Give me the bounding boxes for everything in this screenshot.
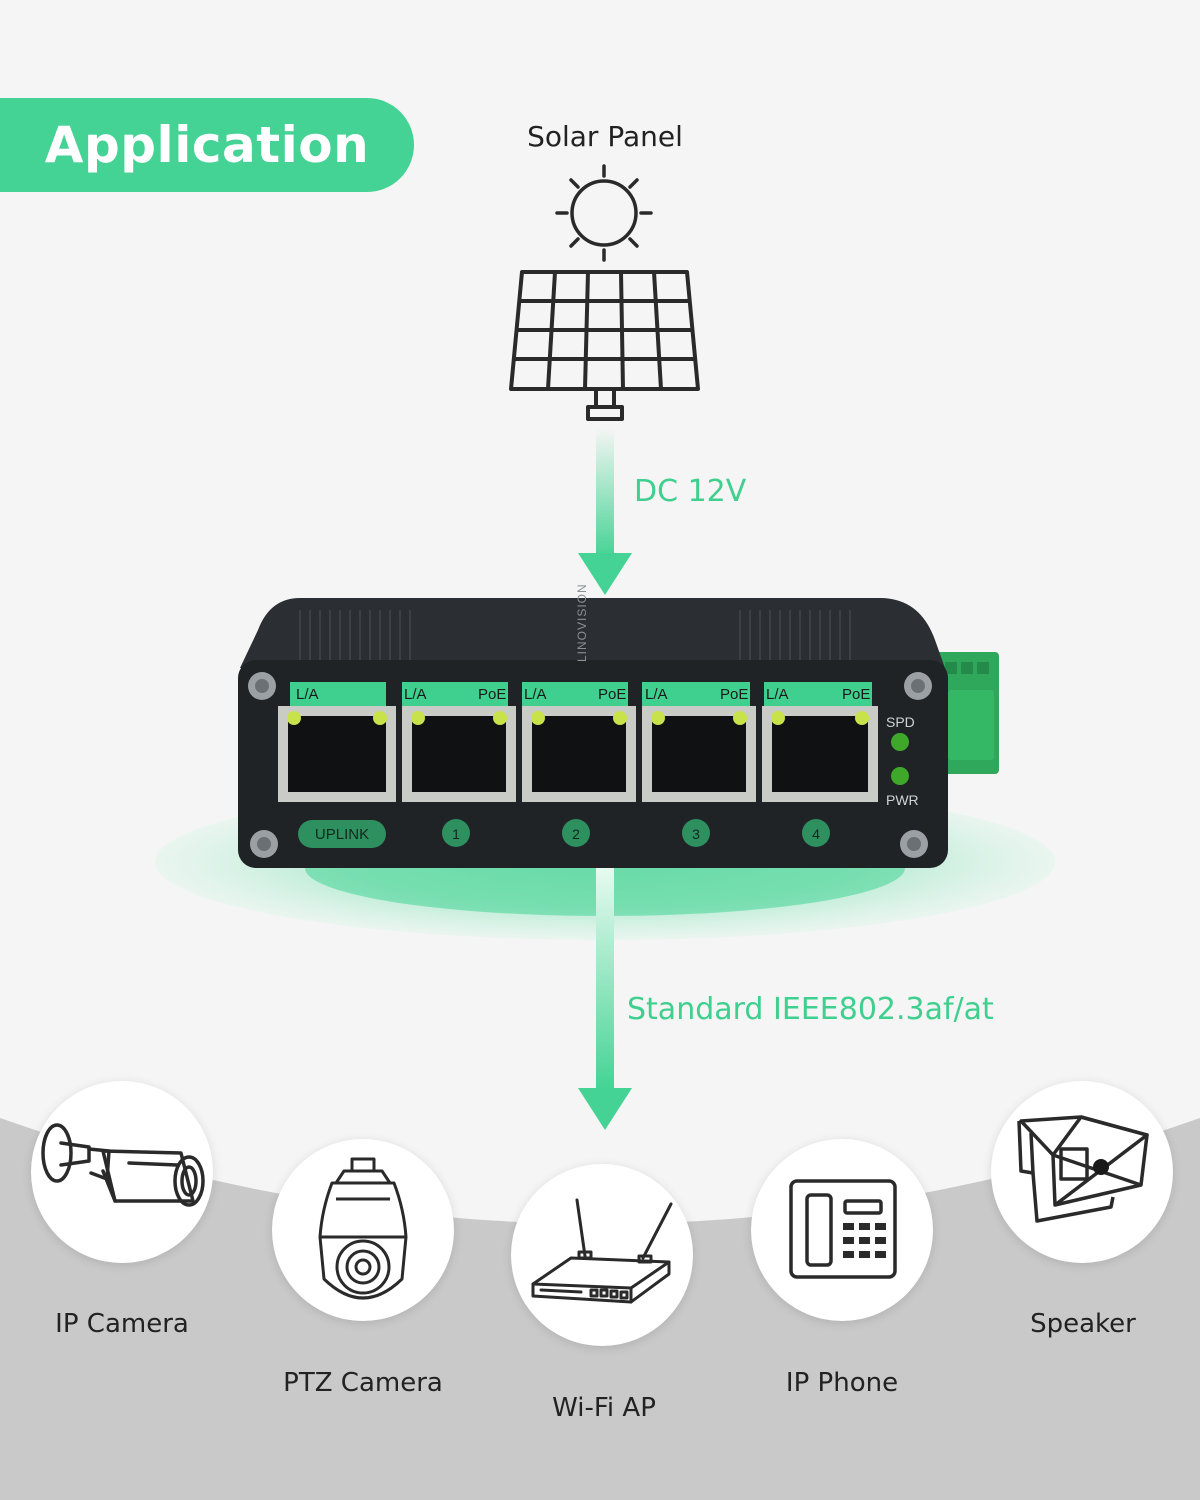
wifi-ap-device	[511, 1164, 693, 1346]
application-banner: Application	[0, 98, 414, 192]
pwr-label: PWR	[886, 792, 919, 808]
port-1-marker	[442, 819, 470, 847]
ip-phone-icon	[789, 1179, 897, 1279]
spd-led	[891, 733, 909, 751]
ptz-camera-icon	[318, 1157, 408, 1300]
wifi-ap-icon	[531, 1198, 673, 1304]
ethernet-ports	[278, 706, 878, 802]
spd-label: SPD	[886, 714, 915, 730]
port-uplink-la-label: L/A	[296, 686, 319, 703]
port-3-number: 3	[692, 826, 700, 842]
ip-camera-icon	[41, 1123, 205, 1207]
port-3-marker	[682, 819, 710, 847]
port-1-poe-label: PoE	[478, 686, 506, 703]
poe-arrow-shaft	[596, 868, 614, 1090]
port-2-number: 2	[572, 826, 580, 842]
brand-label: LINOVISION	[575, 583, 589, 662]
ip-camera-label: IP Camera	[55, 1309, 189, 1339]
port-4-poe-label: PoE	[842, 686, 870, 703]
wifi-ap-label: Wi-Fi AP	[552, 1393, 656, 1423]
uplink-label: UPLINK	[315, 826, 369, 843]
port-2-marker	[562, 819, 590, 847]
port-3-poe-label: PoE	[720, 686, 748, 703]
port-2-la-label: L/A	[524, 686, 547, 703]
port-1-number: 1	[452, 826, 460, 842]
speaker-device	[991, 1081, 1173, 1263]
ptz-camera-device	[272, 1139, 454, 1321]
speaker-label: Speaker	[1030, 1309, 1136, 1339]
port-3-la-label: L/A	[645, 686, 668, 703]
port-2-poe-label: PoE	[598, 686, 626, 703]
ptz-camera-label: PTZ Camera	[283, 1368, 443, 1398]
power-arrow-head	[578, 553, 632, 595]
speaker-icon	[1017, 1115, 1149, 1223]
poe-arrow-head	[578, 1088, 632, 1130]
ip-phone-device	[751, 1139, 933, 1321]
uplink-marker	[298, 820, 386, 848]
pwr-led	[891, 767, 909, 785]
ip-camera-device	[31, 1081, 213, 1263]
port-1-la-label: L/A	[404, 686, 427, 703]
port-4-number: 4	[812, 826, 820, 842]
port-4-la-label: L/A	[766, 686, 789, 703]
solar-panel-label: Solar Panel	[527, 120, 683, 153]
dc-power-label: DC 12V	[634, 474, 747, 509]
power-arrow-shaft	[596, 428, 614, 558]
application-title: Application	[44, 116, 370, 174]
port-4-marker	[802, 819, 830, 847]
poe-standard-label: Standard IEEE802.3af/at	[627, 992, 994, 1027]
mounting-screws	[248, 672, 932, 858]
ip-phone-label: IP Phone	[785, 1368, 899, 1398]
